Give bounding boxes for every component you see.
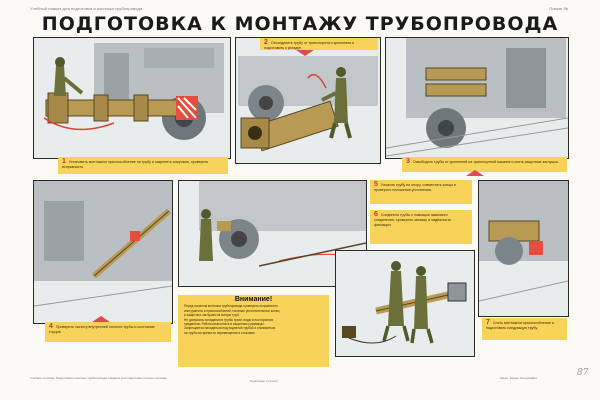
pipe-removal-illustration (236, 38, 380, 163)
poster-header-left: Учебный плакат для подготовки и монтажа … (30, 6, 143, 11)
step-6-text: Соединить трубы с помощью замкового соед… (374, 213, 451, 227)
panel-step-5 (178, 180, 367, 287)
step-6-caption: 6 Соединить трубы с помощью замкового со… (370, 210, 472, 244)
warning-line-5: предметов. Работы выполнять в защитных р… (184, 322, 265, 327)
poster-title: ПОДГОТОВКА К МОНТАЖУ ТРУБОПРОВОДА (41, 13, 559, 35)
step-5-caption: 5 Уложить трубу на опору, совместить кон… (370, 180, 472, 204)
step-7-text: Снять монтажное приспособление и подгото… (486, 321, 554, 330)
step-5-number: 5 (374, 181, 378, 188)
step-2-text: Отсоединить трубу от транспортного крепл… (264, 41, 355, 50)
step-7-caption: 7 Снять монтажное приспособление и подго… (482, 318, 567, 340)
step-3-text: Освободить трубы от креплений на транспо… (412, 160, 559, 164)
handwritten-stamp: 87 (577, 368, 589, 378)
warning-line-2: инструмента и приспособлений, наличие уп… (184, 308, 280, 313)
step-4-text: Проверить чистоту внутренней полости тру… (49, 325, 155, 334)
panel-step-3 (385, 37, 569, 159)
step-7-number: 7 (486, 319, 490, 326)
poster-header-right: Плакат № (549, 6, 568, 11)
step-2-caption: 2 Отсоединить трубу от транспортного кре… (260, 38, 378, 50)
warning-line-3: и защитных заглушек на концах труб. (184, 313, 240, 318)
footer-right: Заказ. Тираж. Типография. (500, 376, 538, 380)
warning-line-1: Перед началом монтажа трубопровода прове… (184, 304, 279, 309)
panel-step-7 (478, 180, 569, 317)
pipe-carrier-illustration (386, 38, 568, 158)
step-3-number: 3 (406, 158, 410, 165)
warning-line-7: на трубы во время их перемещения и стыко… (184, 330, 256, 335)
step-1-caption: 1 Установить монтажное приспособление на… (58, 157, 228, 174)
panel-step-1 (33, 37, 231, 159)
step-1-number: 1 (62, 158, 66, 165)
step-5-text: Уложить трубу на опору, совместить концы… (374, 183, 456, 192)
warning-line-4: Не допускать попадания в трубы грязи, во… (184, 317, 274, 322)
step-2-pointer (296, 50, 314, 56)
warning-title: Внимание! (234, 296, 273, 303)
panel-step-6 (335, 250, 475, 357)
warning-box: Внимание! Перед началом монтажа трубопро… (178, 295, 329, 367)
panel-step-2 (235, 37, 381, 164)
footer-middle: Подписано к печати (250, 379, 278, 383)
step-2-number: 2 (264, 39, 268, 46)
warning-line-6: Запрещается находиться под поднятой труб… (184, 326, 276, 331)
fixture-removal-illustration (479, 181, 568, 316)
step-1-text: Установить монтажное приспособление на т… (62, 160, 209, 169)
step-4-caption: 4 Проверить чистоту внутренней полости т… (45, 322, 171, 342)
step-4-number: 4 (49, 323, 53, 330)
pipe-laying-illustration (179, 181, 366, 286)
step-6-number: 6 (374, 211, 378, 218)
pipe-joining-illustration (336, 251, 474, 356)
footer-left: Учебное пособие. Подготовка к монтажу тр… (30, 376, 167, 380)
panel-step-4 (33, 180, 173, 324)
step-4-pointer (92, 316, 110, 322)
truck-frame-illustration (34, 38, 230, 158)
step-3-pointer (466, 170, 484, 176)
step-3-caption: 3 Освободить трубы от креплений на транс… (402, 157, 567, 172)
pipe-inspection-illustration (34, 181, 172, 323)
